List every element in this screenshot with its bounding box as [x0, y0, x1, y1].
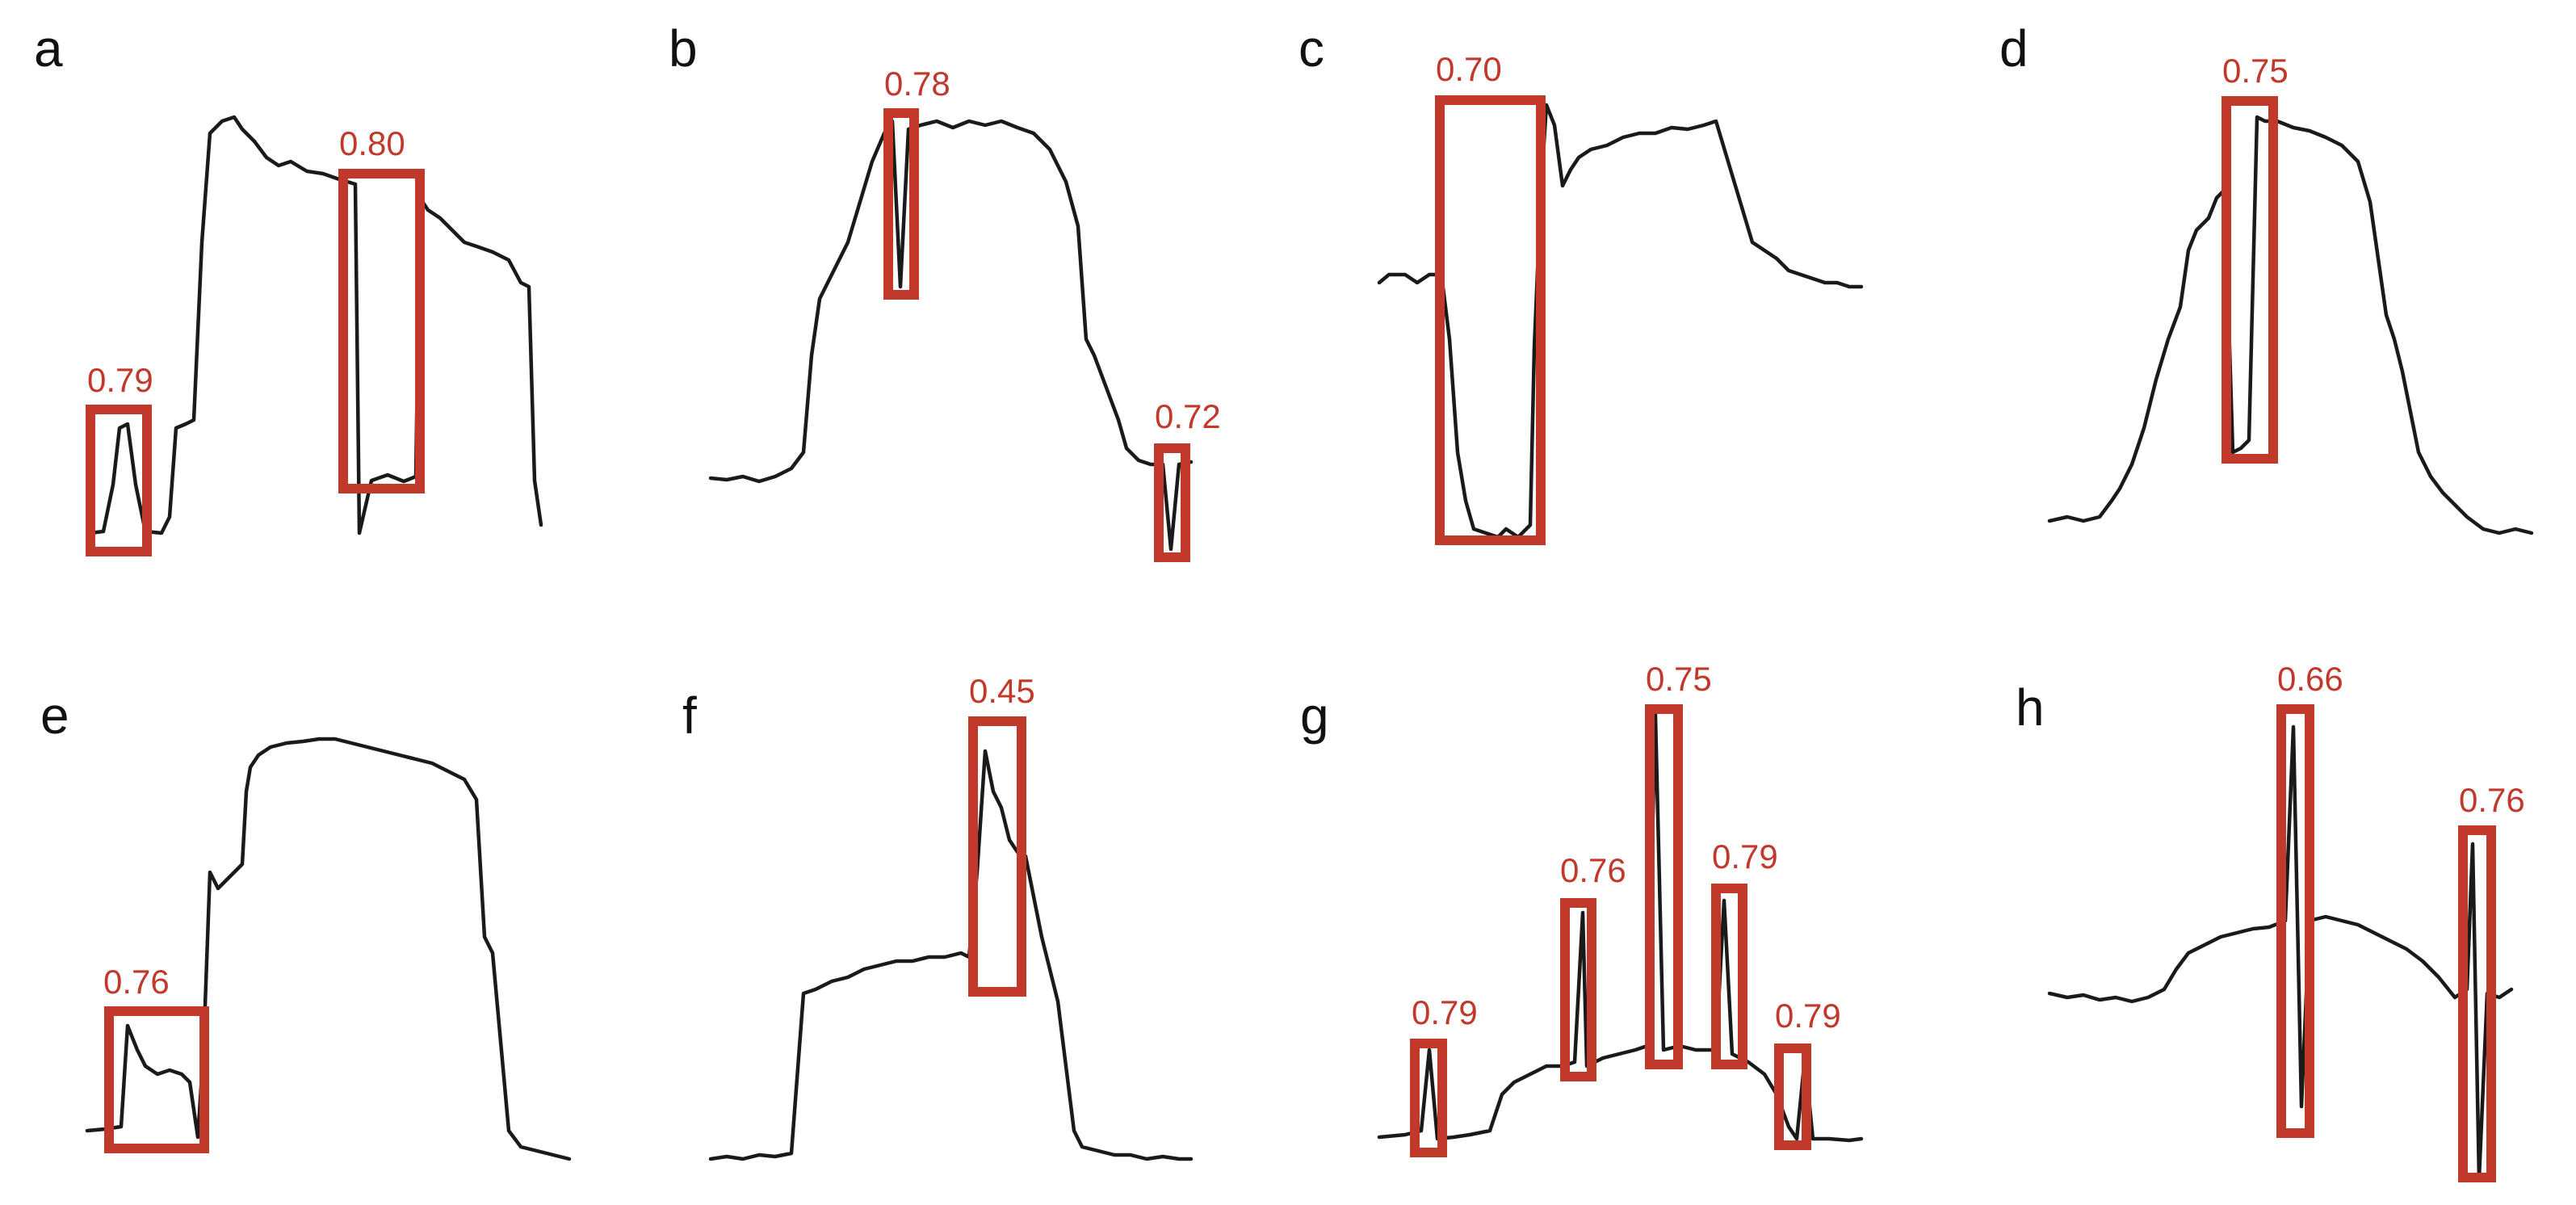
panel-letter: g [1300, 686, 1329, 745]
panel-letter: e [40, 686, 69, 745]
anomaly-box [968, 716, 1026, 997]
anomaly-score: 0.76 [2459, 781, 2525, 819]
anomaly-box [1154, 443, 1190, 562]
panel-a: a 0.79 0.80 [34, 19, 543, 556]
anomaly-score: 0.76 [103, 963, 170, 1001]
anomaly-score: 0.72 [1155, 397, 1221, 435]
anomaly-box [883, 108, 919, 300]
panel-letter: a [34, 19, 63, 78]
anomaly-score: 0.75 [2222, 52, 2289, 90]
anomaly-box [338, 169, 425, 493]
anomaly-score: 0.70 [1436, 50, 1502, 88]
anomaly-box [2276, 704, 2314, 1138]
panel-letter: h [2016, 678, 2045, 737]
signal-trace [2047, 115, 2534, 535]
anomaly-box [1435, 95, 1546, 545]
panel-g: g 0.79 0.76 0.75 0.79 0.79 [1300, 660, 1864, 1157]
signal-trace [1377, 712, 1864, 1143]
anomaly-box [2221, 96, 2278, 464]
panel-letter: c [1298, 19, 1324, 78]
panel-e: e 0.76 [40, 686, 572, 1161]
anomaly-box [1645, 704, 1683, 1069]
panel-letter: f [682, 686, 697, 745]
anomaly-score: 0.78 [884, 65, 950, 103]
signal-trace [1377, 103, 1864, 540]
anomaly-box [1410, 1039, 1447, 1157]
anomaly-score: 0.79 [87, 361, 153, 399]
anomaly-box [2458, 825, 2496, 1182]
anomaly-box [1711, 884, 1747, 1069]
anomaly-score: 0.76 [1560, 851, 1626, 889]
anomaly-box [86, 405, 152, 556]
signal-trace [708, 749, 1194, 1161]
panel-d: d 0.75 [1999, 19, 2534, 535]
anomaly-score: 0.79 [1712, 838, 1778, 875]
panel-f: f 0.45 [682, 672, 1194, 1161]
anomaly-score: 0.45 [969, 672, 1035, 710]
signal-trace [708, 119, 1194, 552]
signal-trace [88, 115, 543, 535]
anomaly-score: 0.79 [1412, 993, 1478, 1031]
signal-trace [85, 737, 572, 1161]
panel-b: b 0.78 0.72 [669, 19, 1221, 562]
anomaly-score: 0.79 [1775, 997, 1841, 1035]
panel-letter: b [669, 19, 698, 78]
anomaly-score: 0.66 [2277, 660, 2343, 698]
panel-h: h 0.66 0.76 [2016, 660, 2525, 1182]
anomaly-box [1560, 898, 1596, 1081]
anomaly-score: 0.75 [1646, 660, 1712, 698]
anomaly-box [1774, 1043, 1811, 1150]
panel-c: c 0.70 [1298, 19, 1864, 545]
anomaly-box [104, 1006, 209, 1153]
anomaly-score: 0.80 [339, 124, 405, 162]
panel-letter: d [1999, 19, 2028, 78]
